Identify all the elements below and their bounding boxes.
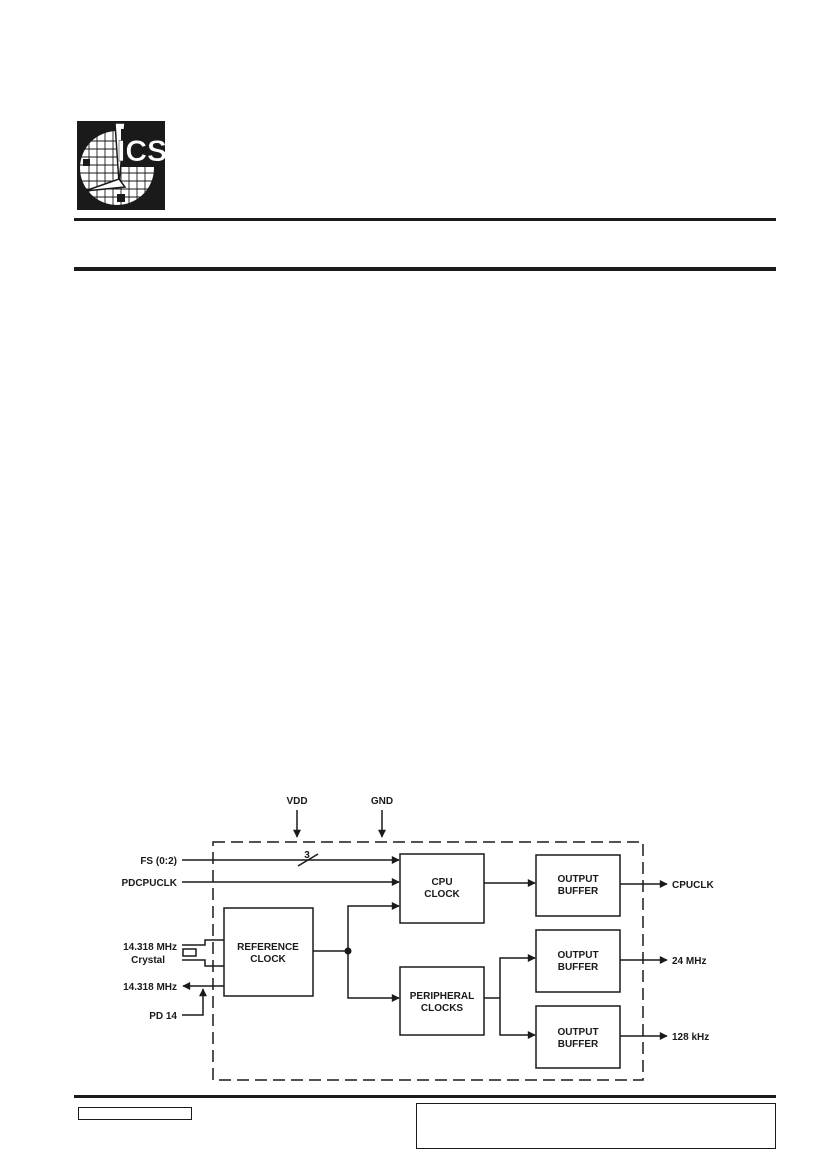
periph-to-buffer2-line [499, 954, 536, 998]
crystal-symbol [182, 939, 224, 967]
cpu-clock-block [399, 853, 485, 924]
footer-info-box [416, 1103, 776, 1149]
output-buffer-128khz [535, 1005, 621, 1069]
vdd-label: VDD [286, 796, 307, 807]
cpuclk-label: CPUCLK [672, 880, 714, 891]
ref-out-label: 14.318 MHz [123, 982, 177, 993]
logo-text: ICS [117, 135, 165, 168]
buffer2-label-1: OUTPUT [557, 950, 598, 961]
periph-label-2: CLOCKS [421, 1003, 464, 1014]
output-buffer-24mhz [535, 929, 621, 993]
buffer2-label-2: BUFFER [558, 962, 599, 973]
bus-slash [297, 853, 319, 867]
cpu-clock-label-1: CPU [431, 877, 452, 888]
buffer1-label-2: BUFFER [558, 886, 599, 897]
ics-logo: ICS [77, 121, 165, 210]
bus-width-label: 3 [304, 850, 310, 861]
buffer1-label-1: OUTPUT [557, 874, 598, 885]
peripheral-clocks-block [399, 966, 485, 1036]
node-to-cpu-line [347, 902, 400, 951]
fs-label: FS (0:2) [140, 856, 177, 867]
crystal-label: Crystal [131, 955, 165, 966]
buffer3-label-1: OUTPUT [557, 1027, 598, 1038]
footer-rule [74, 1095, 776, 1098]
footer-code-box [78, 1107, 192, 1120]
gnd-label: GND [371, 796, 393, 807]
out-24-label: 24 MHz [672, 956, 706, 967]
output-buffer-cpu [535, 854, 621, 917]
cpu-clock-label-2: CLOCK [424, 889, 460, 900]
pd14-label: PD 14 [149, 1011, 177, 1022]
reference-clock-block [223, 907, 314, 997]
ref-clock-label-1: REFERENCE [237, 942, 299, 953]
out-128-label: 128 kHz [672, 1032, 709, 1043]
chip-boundary [212, 841, 644, 1081]
periph-label-1: PERIPHERAL [410, 991, 474, 1002]
periph-to-buffer3-line [499, 998, 536, 1039]
header-rule-bottom [74, 267, 776, 271]
buffer3-label-2: BUFFER [558, 1039, 599, 1050]
pd14-line [182, 988, 207, 1016]
header-rule-top [74, 218, 776, 221]
pdcpuclk-label: PDCPUCLK [121, 878, 177, 889]
ref-clock-label-2: CLOCK [250, 954, 286, 965]
block-diagram: VDD GND FS (0:2) 3 PDCPUCLK CPU CLOCK OU… [121, 796, 714, 1081]
node-to-peripheral-line [347, 951, 400, 1002]
crystal-freq-label: 14.318 MHz [123, 942, 177, 953]
